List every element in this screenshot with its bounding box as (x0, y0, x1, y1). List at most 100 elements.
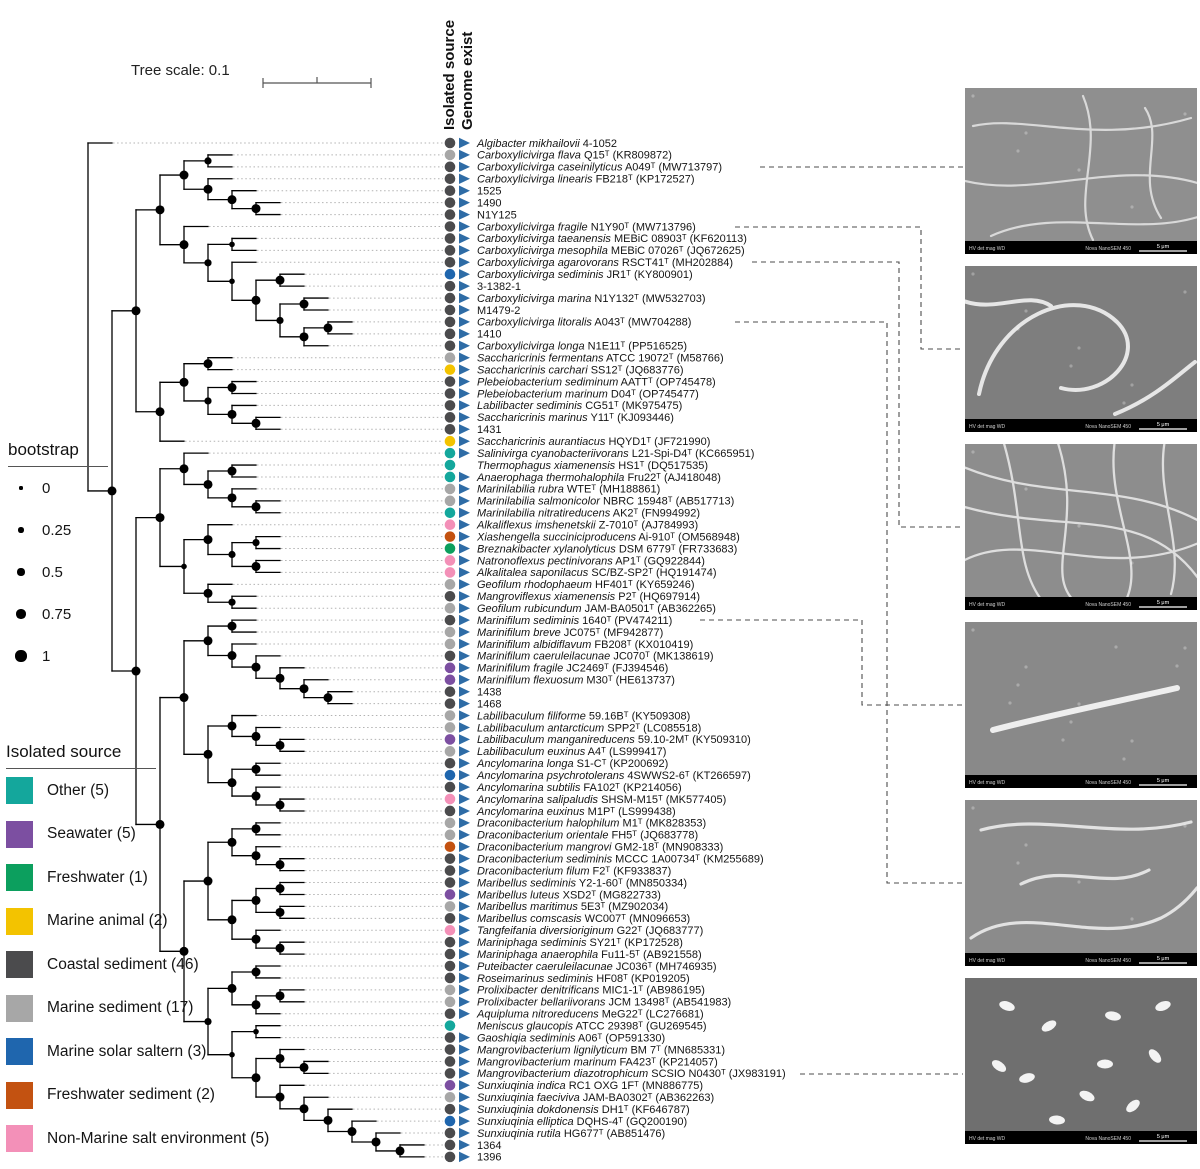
genome-triangle (459, 1008, 470, 1019)
taxon-label: Xiashengella succiniciproducens Ai-910ᵀ … (476, 531, 740, 543)
bootstrap-dot (227, 721, 237, 731)
source-circle (444, 924, 456, 936)
genome-triangle (459, 209, 470, 220)
bootstrap-size-dot (15, 650, 27, 662)
source-circle (444, 173, 456, 185)
bootstrap-dot (299, 332, 309, 342)
bacterial-filament (965, 505, 1197, 579)
source-circle (444, 471, 456, 483)
bootstrap-dot (323, 1115, 333, 1125)
source-circle (444, 543, 456, 554)
genome-triangle (459, 1080, 470, 1091)
genome-triangle (459, 1032, 470, 1043)
bootstrap-dot (203, 749, 213, 759)
taxon-label: Saccharicrinis carchari SS12ᵀ (JQ683776) (477, 364, 684, 376)
genome-triangle (459, 626, 470, 638)
bootstrap-dot (203, 588, 213, 598)
bacterial-filament (965, 542, 1197, 562)
bootstrap-dot (204, 157, 212, 165)
taxon-label: Carboxylicivirga taeanensis MEBiC 08903ᵀ… (477, 233, 747, 245)
bootstrap-dot (203, 184, 213, 194)
bootstrap-dot (323, 323, 333, 333)
genome-triangle (459, 698, 470, 709)
source-label: Marine animal (2) (47, 912, 168, 930)
bootstrap-dot (229, 241, 235, 248)
taxon-label: Draconibacterium mangrovi GM2-18ᵀ (MN908… (477, 842, 723, 854)
source-circle (444, 256, 456, 268)
taxa-rows: Algibacter mikhailovii 4-1052Carboxylici… (444, 137, 786, 1164)
source-circle (444, 805, 456, 817)
source-color-swatch (6, 1125, 33, 1153)
sem-scale-text: 5 μm (1157, 600, 1170, 606)
bootstrap-dot (275, 907, 285, 917)
taxon-label: Labilibaculum antarcticum SPP2ᵀ (LC08551… (477, 722, 701, 734)
source-label: Marine sediment (17) (47, 999, 194, 1017)
bootstrap-dot (131, 306, 141, 316)
bootstrap-value-label: 1 (42, 647, 51, 665)
bootstrap-legend-item: 0.5 (8, 551, 108, 593)
bootstrap-value-label: 0.5 (42, 563, 63, 581)
source-circle (444, 316, 456, 328)
genome-triangle (459, 221, 470, 232)
tree-scale-label: Tree scale: 0.1 (131, 62, 230, 79)
bacterial-filament (1019, 868, 1151, 886)
genome-triangle (459, 662, 470, 674)
bootstrap-dot (251, 561, 261, 571)
taxon-label: Alkaliflexus imshenetskii Z-7010ᵀ (AJ784… (476, 519, 698, 531)
source-color-swatch (6, 820, 33, 848)
taxon-label: Plebeiobacterium marinum D04ᵀ (OP745477) (477, 388, 699, 400)
source-label: Non-Marine salt environment (5) (47, 1129, 270, 1147)
bootstrap-dot (155, 205, 165, 215)
bootstrap-dot (251, 824, 261, 834)
source-circle (444, 233, 456, 244)
sem-settings-text: HV det mag WD (969, 602, 1006, 608)
source-circle (444, 352, 456, 364)
taxon-label: Algibacter mikhailovii 4-1052 (476, 138, 617, 150)
bootstrap-dot (227, 383, 237, 393)
taxon-label: 1490 (477, 197, 501, 209)
source-circle (444, 1103, 456, 1115)
source-circle (444, 161, 456, 173)
source-color-swatch (6, 1038, 33, 1066)
bacterial-cell (1019, 1073, 1035, 1083)
sem-scale-text: 5 μm (1157, 778, 1170, 784)
bootstrap-dot (347, 1127, 357, 1137)
bootstrap-dot (203, 359, 213, 369)
source-label: Coastal sediment (46) (47, 955, 199, 973)
taxon-label: N1Y125 (477, 209, 517, 221)
bacterial-cell (991, 1060, 1007, 1072)
bootstrap-dot (251, 764, 261, 774)
source-color-swatch (6, 994, 33, 1022)
source-circle (444, 447, 456, 459)
source-circle (444, 567, 456, 578)
taxon-label: Draconibacterium orientale FH5ᵀ (JQ68377… (477, 830, 698, 842)
bootstrap-dot (276, 316, 284, 325)
taxon-label: Alkalitalea saponilacus SC/BZ-SP2ᵀ (HQ19… (476, 567, 717, 579)
source-circle (444, 602, 456, 614)
source-circle (444, 304, 456, 316)
taxon-label: Salinivirga cyanobacteriivorans L21-Spi-… (477, 448, 754, 460)
genome-triangle (459, 793, 470, 805)
taxon-label: Mangrovibacterium marinum FA423ᵀ (KP2140… (477, 1056, 718, 1068)
source-circle (444, 1151, 456, 1163)
bacterial-cell (999, 1001, 1015, 1011)
source-legend-item: Non-Marine salt environment (5) (6, 1117, 269, 1161)
bootstrap-dot (227, 651, 237, 661)
sem-scale-text: 5 μm (1157, 244, 1170, 250)
bacterial-filament (969, 886, 1197, 940)
bootstrap-value-label: 0 (42, 479, 51, 497)
taxon-label: Carboxylicivirga sediminis JR1ᵀ (KY80090… (477, 269, 693, 281)
taxon-label: Carboxylicivirga flava Q15ᵀ (KR809872) (477, 150, 672, 162)
sem-settings-text: HV det mag WD (969, 958, 1006, 964)
source-circle (444, 1056, 456, 1067)
genome-triangle (459, 471, 470, 483)
taxon-label: Ancylomarina subtilis FA102ᵀ (KP214056) (476, 782, 682, 794)
bacterial-cell (1105, 1011, 1121, 1021)
bootstrap-dot (131, 666, 141, 676)
source-circle (444, 841, 456, 853)
bootstrap-dot (204, 1017, 212, 1026)
genome-triangle (459, 638, 470, 650)
taxon-label: Marinifilum sediminis 1640ᵀ (PV474211) (477, 615, 672, 627)
genome-triangle (459, 674, 470, 685)
bacterial-cell (1126, 1099, 1140, 1113)
